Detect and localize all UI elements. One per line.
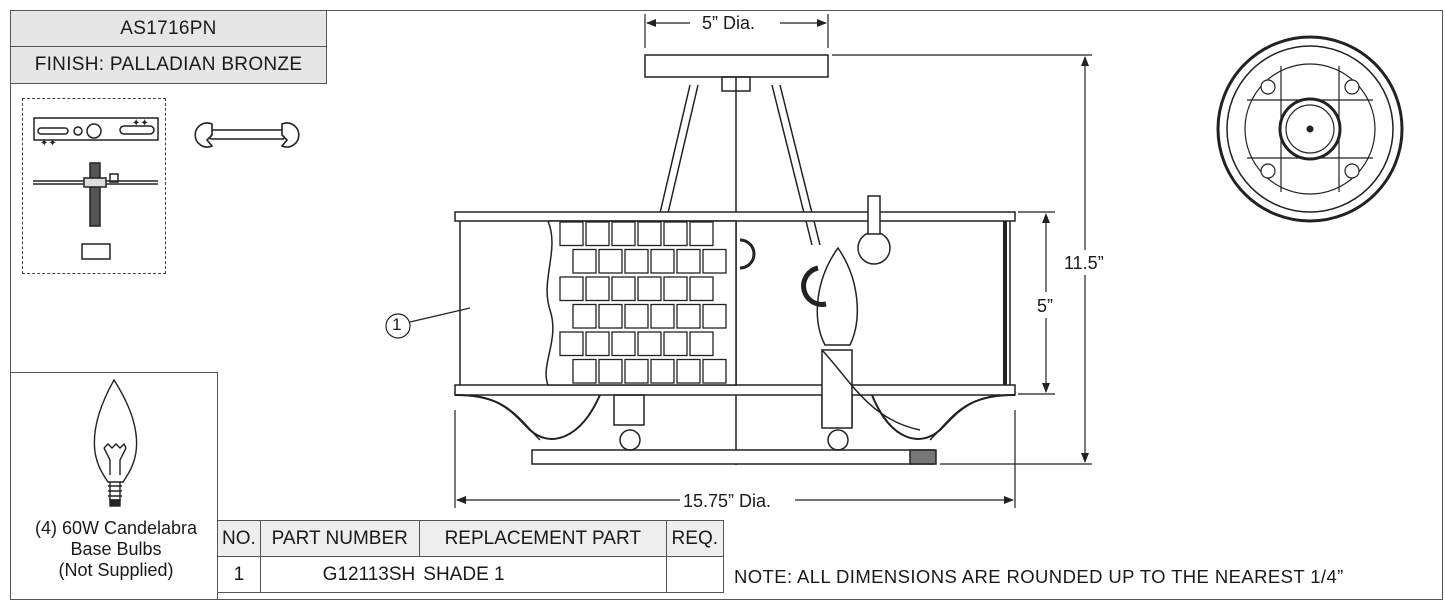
mosaic-tile — [572, 303, 597, 329]
cell-replacement-part: SHADE 1 — [419, 556, 667, 593]
mosaic-tile — [663, 331, 688, 357]
cell-no: 1 — [217, 556, 261, 593]
mosaic-tiles — [559, 221, 727, 384]
mosaic-tile — [598, 358, 623, 384]
mosaic-tile — [650, 303, 675, 329]
hardware-kit-icon: ✦✦ ✦✦ — [33, 117, 159, 260]
mosaic-tile — [585, 221, 610, 247]
mosaic-tile — [676, 303, 701, 329]
mosaic-tile — [663, 221, 688, 247]
col-req: REQ. — [665, 520, 724, 557]
bulb-box — [10, 372, 218, 600]
dim-top-dia: 5” Dia. — [700, 13, 758, 34]
mosaic-tile — [637, 276, 662, 302]
mosaic-tile — [585, 276, 610, 302]
mosaic-tile — [611, 331, 636, 357]
mosaic-tile — [689, 276, 714, 302]
callout-number: 1 — [392, 315, 402, 334]
mosaic-tile — [637, 331, 662, 357]
mosaic-tile — [689, 221, 714, 247]
mosaic-tile — [624, 358, 649, 384]
mosaic-tile — [637, 221, 662, 247]
fixture-elevation — [454, 54, 1016, 465]
dim-height: 11.5” — [1062, 253, 1106, 274]
mosaic-tile — [676, 248, 701, 274]
mosaic-tile — [572, 248, 597, 274]
mosaic-tile — [559, 221, 584, 247]
mosaic-tile — [624, 303, 649, 329]
mosaic-tile — [689, 331, 714, 357]
wrench-icon — [194, 122, 300, 148]
finish-label: FINISH: PALLADIAN BRONZE — [10, 46, 327, 84]
model-number-text: AS1716PN — [120, 18, 217, 39]
bulb-caption-line2: Base Bulbs — [70, 539, 162, 559]
table-row: 1 G12113SH SHADE 1 — [217, 556, 724, 593]
svg-text:✦✦: ✦✦ — [40, 138, 57, 149]
mosaic-tile — [663, 276, 688, 302]
col-part-number: PART NUMBER — [259, 520, 420, 557]
bulb-caption: (4) 60W Candelabra Base Bulbs (Not Suppl… — [12, 518, 220, 581]
parts-table-header: NO. PART NUMBER REPLACEMENT PART REQ. — [217, 520, 724, 557]
mosaic-tile — [559, 276, 584, 302]
cell-part-number: G12113SH — [259, 556, 420, 593]
mosaic-tile — [559, 331, 584, 357]
bulb-caption-line1: (4) 60W Candelabra — [34, 518, 198, 538]
svg-text:✦✦: ✦✦ — [132, 118, 149, 129]
parts-table: NO. PART NUMBER REPLACEMENT PART REQ. 1 … — [217, 520, 724, 593]
mosaic-tile — [650, 358, 675, 384]
mosaic-tile — [702, 248, 727, 274]
mosaic-tile — [611, 276, 636, 302]
mosaic-tile — [572, 358, 597, 384]
mosaic-tile — [598, 248, 623, 274]
dim-width-dia: 15.75” Dia. — [681, 491, 774, 512]
mosaic-tile — [624, 248, 649, 274]
col-no: NO. — [217, 520, 261, 557]
dim-shade-height: 5” — [1035, 296, 1056, 317]
mosaic-tile — [676, 358, 701, 384]
col-replacement-part: REPLACEMENT PART — [418, 520, 667, 557]
finish-text: FINISH: PALLADIAN BRONZE — [34, 54, 303, 75]
mosaic-tile — [650, 248, 675, 274]
dimension-note: NOTE: ALL DIMENSIONS ARE ROUNDED UP TO T… — [734, 566, 1344, 587]
mosaic-tile — [702, 303, 727, 329]
dimension-lines — [385, 14, 1092, 508]
cell-req — [665, 556, 724, 593]
mosaic-tile — [585, 331, 610, 357]
candelabra-bulb-icon — [93, 378, 138, 507]
canopy-top-view-icon — [1216, 35, 1404, 223]
mosaic-tile — [611, 221, 636, 247]
mosaic-tile — [702, 358, 727, 384]
mosaic-tile — [598, 303, 623, 329]
bulb-caption-line3: (Not Supplied) — [58, 560, 174, 580]
hardware-kit-box — [22, 98, 166, 274]
